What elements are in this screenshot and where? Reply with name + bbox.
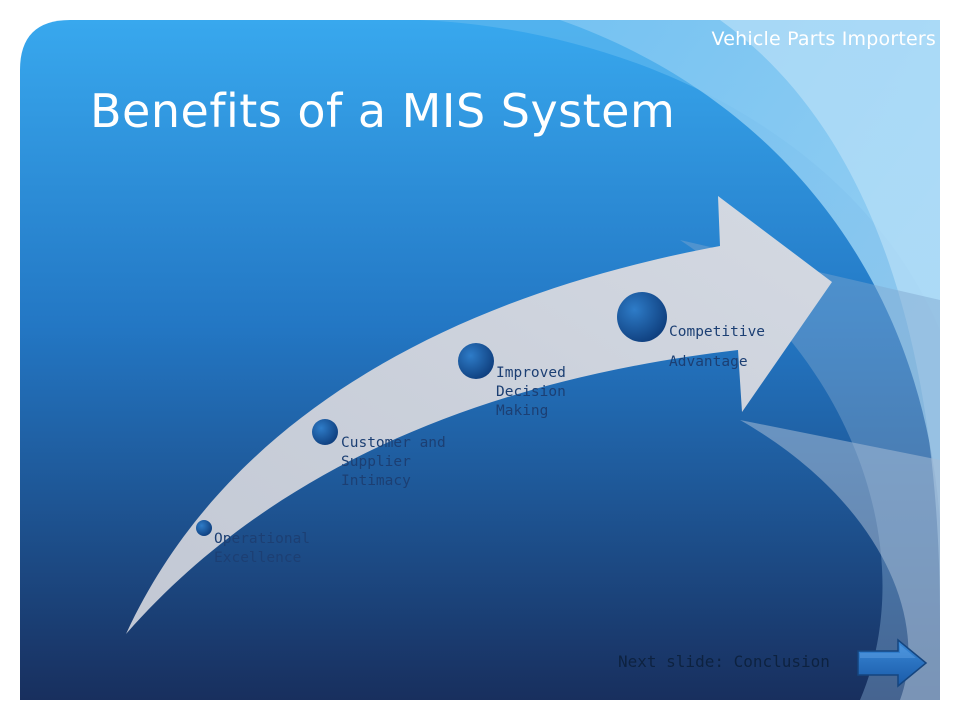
next-slide-label: Next slide: Conclusion [618, 652, 830, 671]
slide-title: Benefits of a MIS System [90, 84, 676, 138]
step-marker-1 [196, 520, 212, 536]
step-label-improved-decision-making: Improved Decision Making [496, 365, 566, 419]
next-slide-button[interactable] [856, 638, 928, 688]
step-label-competitive-advantage: Competitive Advantage [669, 324, 766, 370]
right-arrow-icon [857, 638, 928, 688]
step-label-customer-supplier-intimacy: Customer and Supplier Intimacy [341, 435, 446, 489]
step-marker-2 [312, 419, 338, 445]
step-marker-4 [617, 292, 667, 342]
step-marker-3 [458, 343, 494, 379]
step-label-operational-excellence: Operational Excellence [214, 531, 311, 566]
company-name: Vehicle Parts Importers [711, 28, 936, 50]
